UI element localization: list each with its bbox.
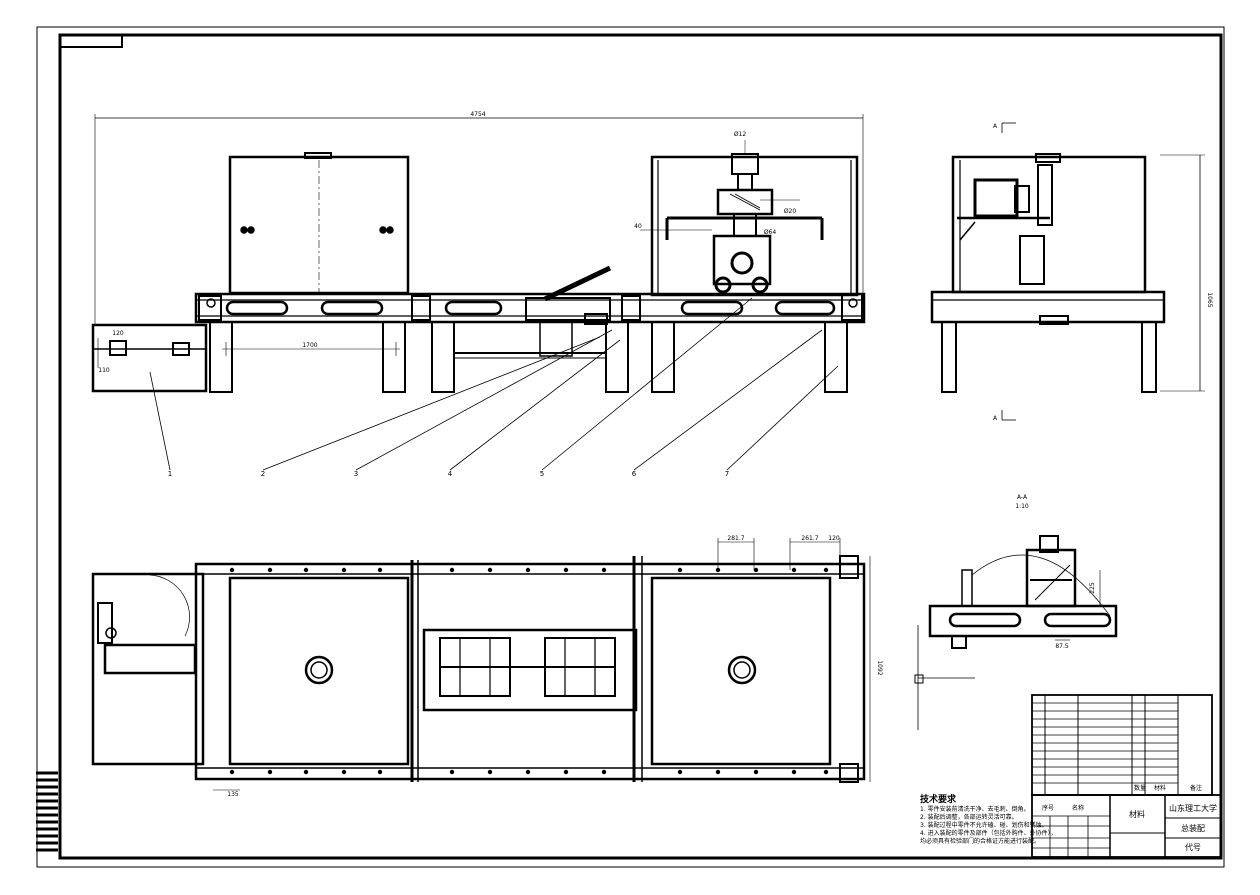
dim-press-d1: Ø12 bbox=[734, 131, 747, 138]
corner-tag bbox=[59, 34, 123, 48]
side-view bbox=[930, 122, 1205, 421]
leader-number-1: 1 bbox=[168, 470, 172, 478]
title-block-labels: 序号 名称 数量 材料 备注 材料 山东理工大学 总装配 代号 bbox=[1042, 784, 1217, 852]
plan-view bbox=[91, 538, 871, 791]
leader-number-3: 3 bbox=[354, 470, 358, 478]
section-marks: A A A-A 1:10 bbox=[993, 123, 1029, 510]
dim-frame-length: 1700 bbox=[302, 342, 317, 349]
tech-requirements-title: 技术要求 bbox=[920, 795, 957, 805]
dim-box-height: 120 bbox=[112, 330, 124, 337]
dim-overall-length: 4754 bbox=[470, 111, 485, 118]
tech-requirement-line: 2. 装配后调整，各部运转灵活可靠。 bbox=[920, 814, 1018, 821]
tech-requirement-line: 3. 装配过程中零件不允许磕、碰、划伤和锈蚀。 bbox=[920, 822, 1048, 829]
leader-number-7: 7 bbox=[725, 470, 729, 478]
dim-plan-gap-c: 120 bbox=[828, 535, 840, 542]
dim-section-base: 87.5 bbox=[1055, 643, 1069, 650]
leader-number-4: 4 bbox=[448, 470, 453, 478]
leader-lines bbox=[149, 297, 839, 471]
tech-requirement-line: 1. 零件安装前清洗干净、去毛刺、倒角。 bbox=[920, 806, 1030, 813]
dim-box-offset: 110 bbox=[98, 367, 110, 374]
leader-number-6: 6 bbox=[632, 470, 637, 478]
title-block-label-material: 材料 bbox=[1154, 784, 1166, 792]
dim-press-d2: Ø20 bbox=[784, 208, 797, 215]
dim-plan-offset: 135 bbox=[227, 791, 239, 798]
front-view bbox=[91, 114, 866, 393]
leader-number-5: 5 bbox=[540, 470, 544, 478]
dim-plan-gap-b: 261.7 bbox=[801, 535, 818, 542]
dim-press-d3: Ø64 bbox=[764, 229, 777, 236]
title-block-label-seq: 序号 bbox=[1042, 804, 1054, 812]
section-view bbox=[914, 535, 1118, 730]
outer-border bbox=[36, 26, 1225, 868]
inner-border bbox=[58, 33, 1223, 860]
dim-section: 225 bbox=[1089, 582, 1096, 594]
plan-bolts bbox=[229, 567, 829, 775]
section-mark-top: A bbox=[993, 123, 998, 130]
dim-side-height: 1065 bbox=[1206, 292, 1213, 307]
leader-number-2: 2 bbox=[261, 470, 265, 478]
dim-plan-gap-a: 281.7 bbox=[727, 535, 744, 542]
title-block-material: 材料 bbox=[1129, 809, 1145, 819]
section-scale: 1:10 bbox=[1015, 503, 1029, 510]
title-block-drawing-name: 总装配 bbox=[1181, 823, 1205, 833]
title-block-label-name: 名称 bbox=[1072, 804, 1084, 812]
leader-numbers: 1 2 3 4 5 6 7 bbox=[168, 470, 729, 478]
title-block-code: 代号 bbox=[1185, 842, 1201, 852]
dim-plan-width: 1092 bbox=[876, 660, 883, 675]
tech-requirements: 技术要求 1. 零件安装前清洗干净、去毛刺、倒角。 2. 装配后调整，各部运转灵… bbox=[920, 795, 1057, 846]
title-block bbox=[1031, 694, 1222, 858]
tech-requirement-line: 均必须具有检验部门的合格证方能进行装配。 bbox=[920, 838, 1041, 845]
title-block-school: 山东理工大学 bbox=[1169, 803, 1217, 813]
dimension-labels: 4754 1700 120 110 40 Ø12 Ø20 Ø64 1065 10… bbox=[98, 111, 1213, 798]
section-mark-bottom: A bbox=[993, 415, 998, 422]
margin-marks bbox=[36, 771, 58, 852]
title-block-label-qty: 数量 bbox=[1134, 784, 1146, 792]
section-label: A-A bbox=[1017, 494, 1028, 501]
title-block-label-remark: 备注 bbox=[1190, 784, 1202, 792]
tech-requirement-line: 4. 进入装配的零件及部件（包括外购件、外协件）， bbox=[920, 830, 1057, 837]
dim-press-width: 40 bbox=[634, 223, 642, 230]
